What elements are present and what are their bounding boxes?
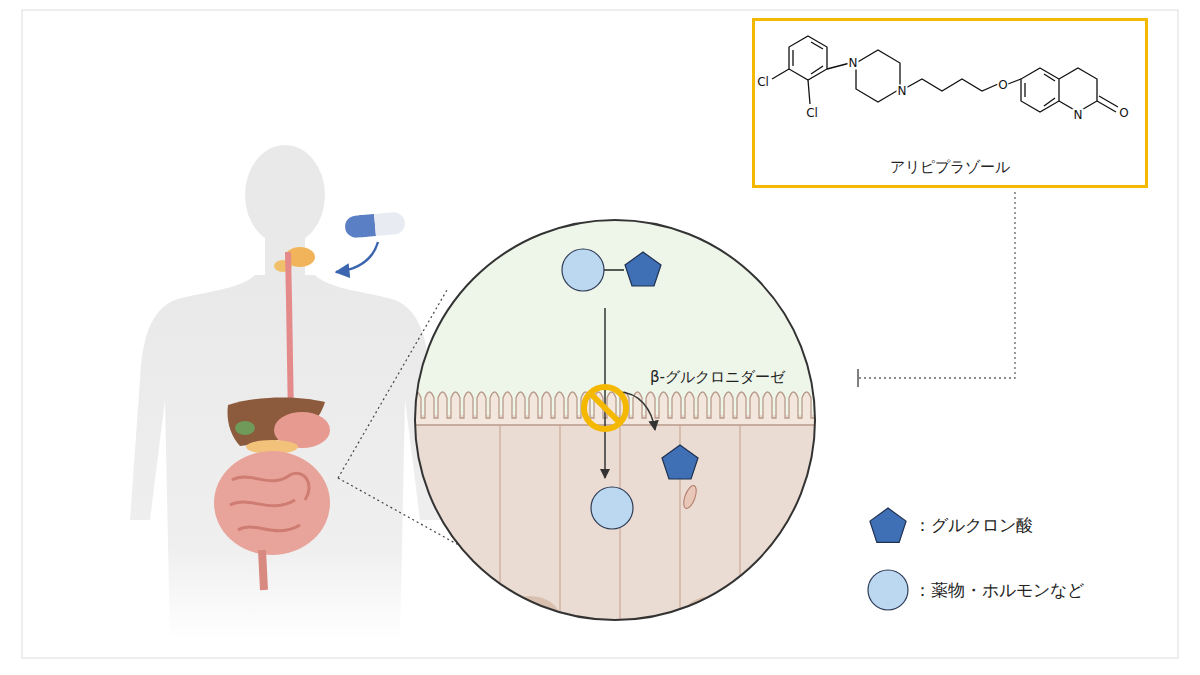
cleavage-arrow xyxy=(604,308,606,478)
drug-swatch xyxy=(868,570,908,610)
inhibition-line xyxy=(858,192,1015,378)
intestine-lens xyxy=(410,215,824,640)
chemical-structure xyxy=(772,36,1118,112)
atom-label: Cl xyxy=(805,107,819,120)
swallow-arrow xyxy=(336,242,378,272)
prohibition-sign xyxy=(584,387,626,429)
glucuronide xyxy=(562,249,661,291)
frame xyxy=(22,10,1178,658)
atom-label: O xyxy=(997,79,1008,92)
lens-outline xyxy=(415,220,815,620)
structure-box: アリピプラゾール xyxy=(752,18,1148,188)
free-drug xyxy=(591,487,633,529)
atom-label: Cl xyxy=(756,76,770,89)
capsule xyxy=(344,211,406,238)
legend-text: ：薬物・ホルモンなど xyxy=(914,579,1084,602)
compound-name: アリピプラゾール xyxy=(890,158,1010,177)
legend-text: ：グルクロン酸 xyxy=(914,514,1033,537)
glucuronic-acid xyxy=(662,445,698,479)
mitochondrion xyxy=(681,484,699,510)
atom-label: O xyxy=(1118,107,1129,120)
human-body xyxy=(130,145,440,640)
atom-label: N xyxy=(848,57,859,70)
enzyme-label: β-グルクロニダーゼ xyxy=(650,368,785,387)
glucuronic-swatch xyxy=(870,508,906,542)
atom-label: N xyxy=(1073,109,1084,122)
inhibition-bar xyxy=(857,369,859,387)
atom-label: N xyxy=(897,85,908,98)
